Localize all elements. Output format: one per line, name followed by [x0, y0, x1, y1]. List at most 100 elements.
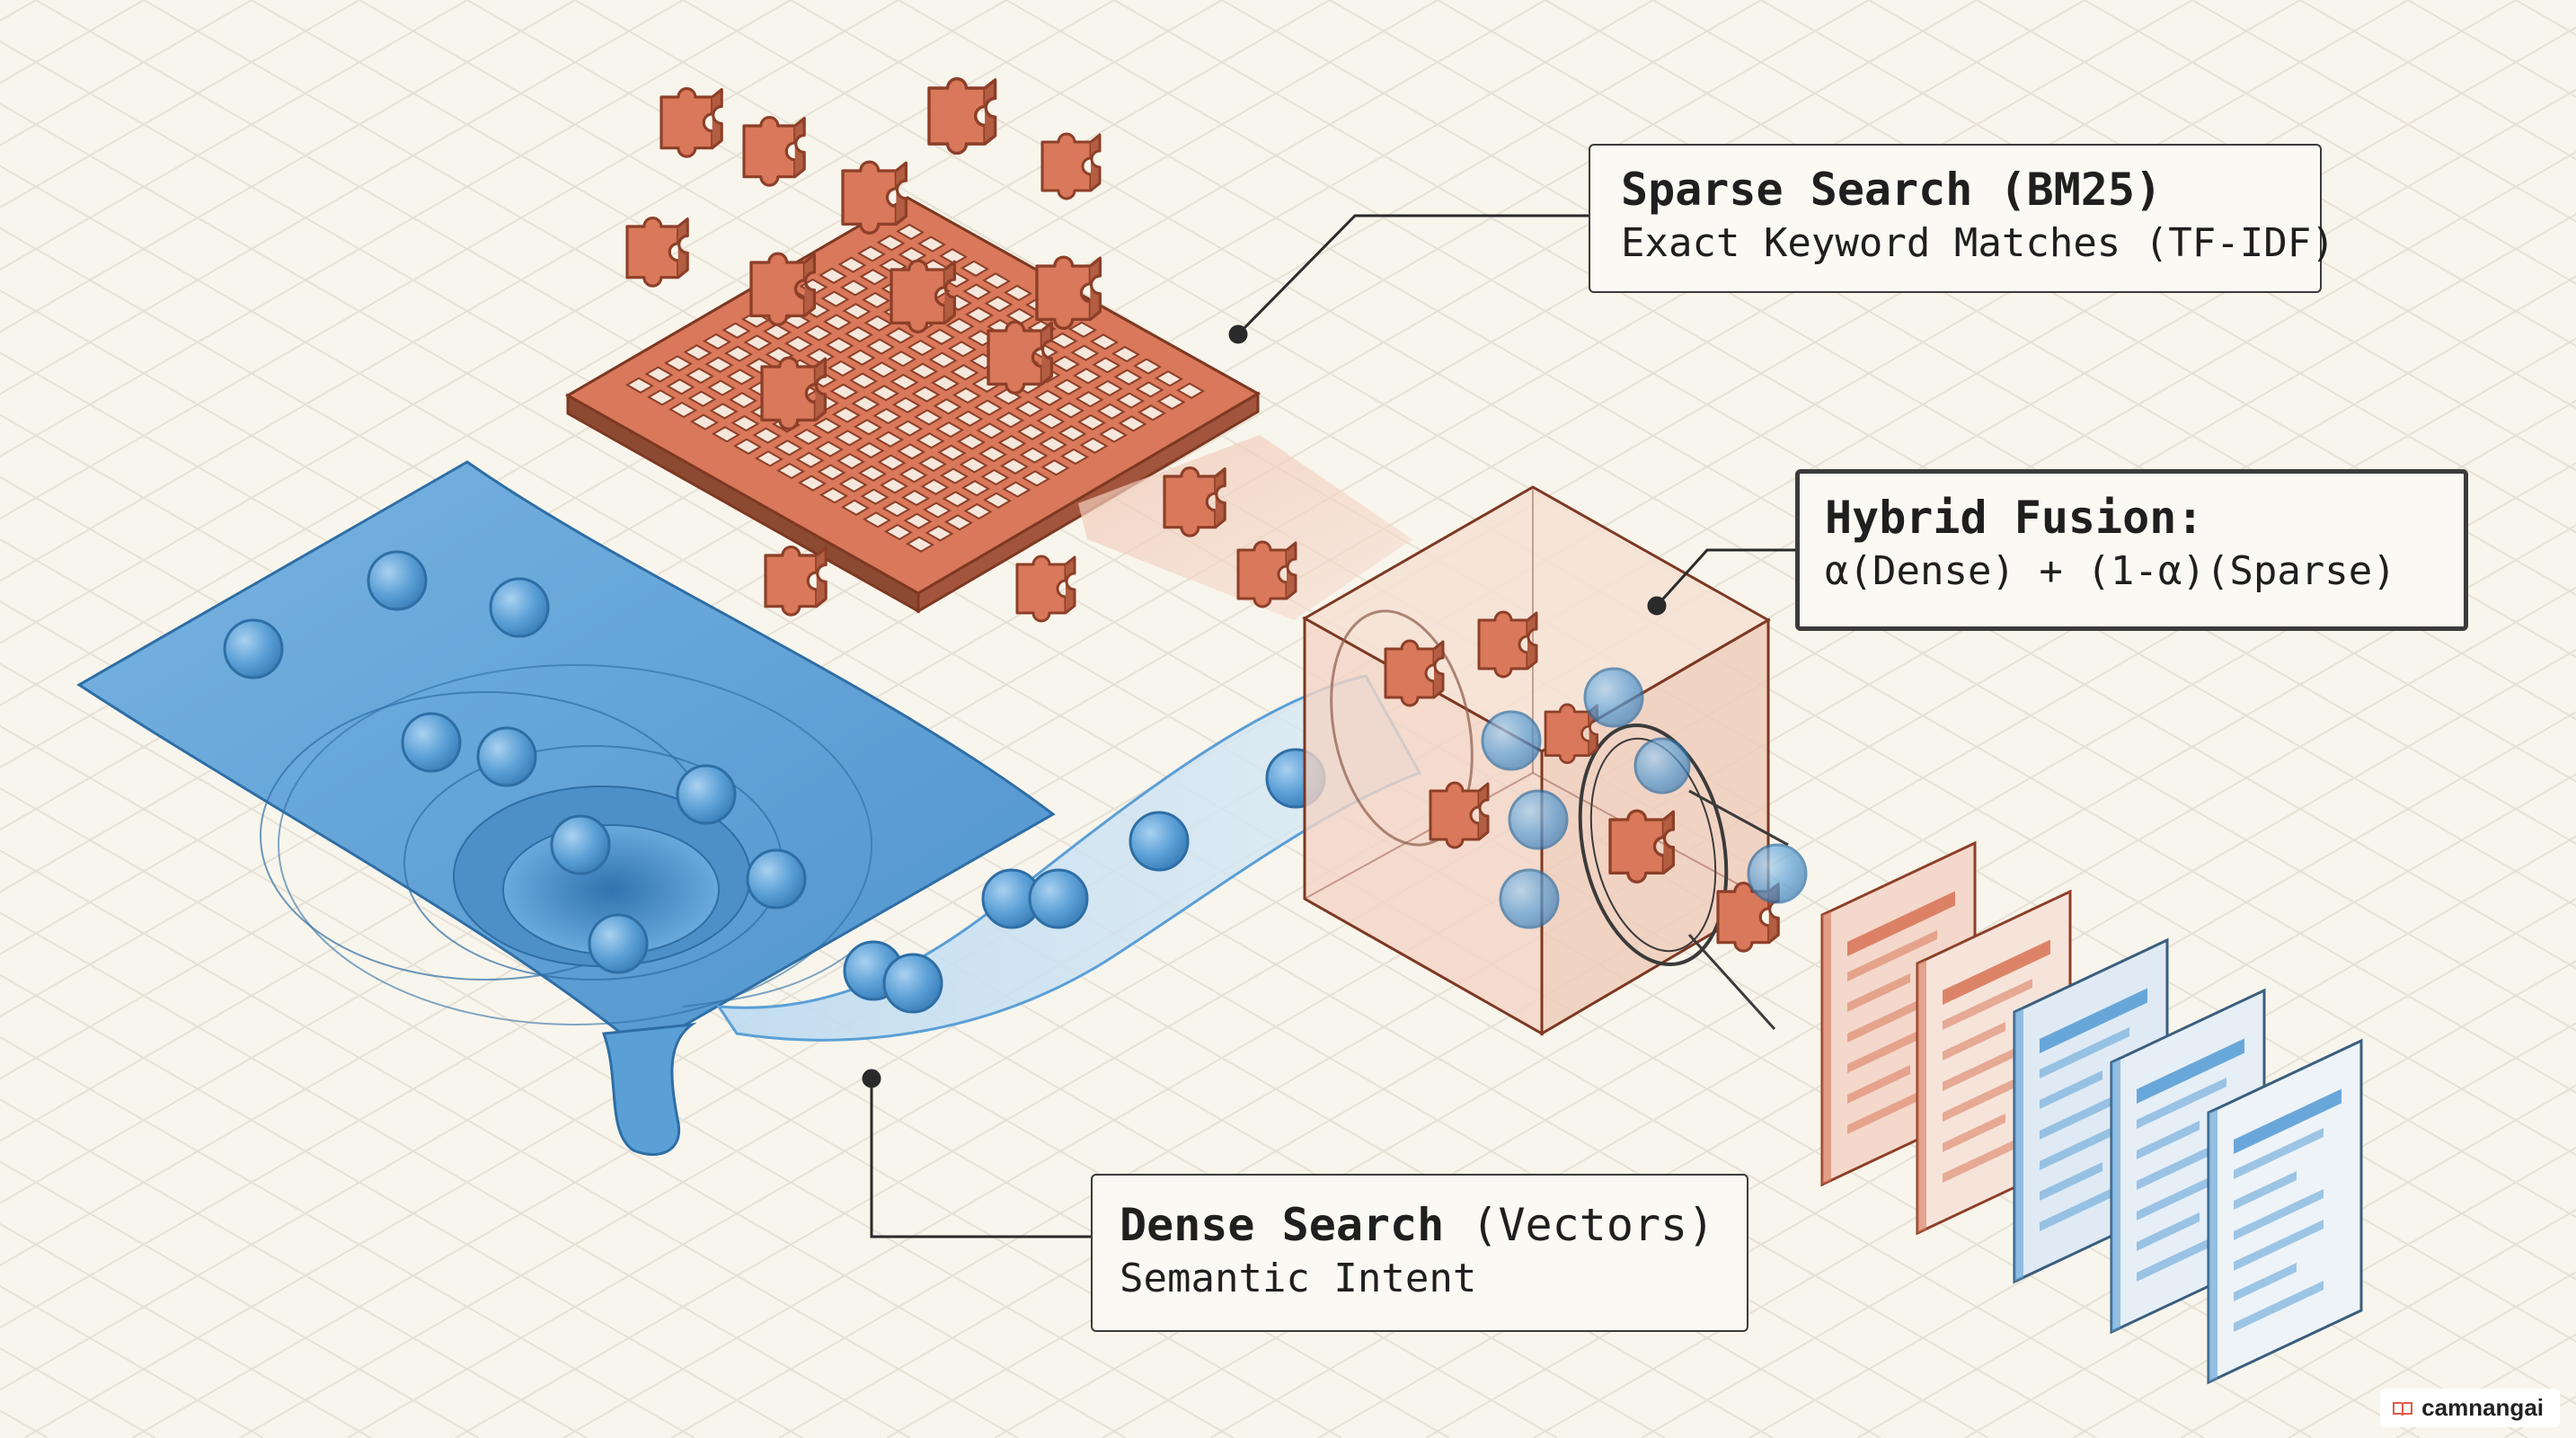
lattice-hole [844, 325, 874, 343]
lattice-hole [876, 235, 906, 252]
lattice-hole [962, 283, 992, 300]
lattice-hole [907, 339, 936, 357]
vector-sphere-icon [1028, 868, 1089, 929]
lattice-hole [993, 388, 1022, 405]
document-icon [2207, 1038, 2363, 1385]
lattice-hole [995, 412, 1025, 429]
lattice-hole [1049, 332, 1078, 350]
lattice-hole [839, 280, 870, 297]
grid-line [0, 0, 1007, 582]
sparse-beam [1078, 435, 1412, 620]
lattice-hole [726, 368, 756, 386]
grid-line [0, 1098, 588, 1438]
lattice-hole [1055, 402, 1085, 419]
grid-line [2072, 1146, 2576, 1438]
vector-sphere-icon [1508, 789, 1569, 850]
lattice-hole [1089, 333, 1120, 351]
lattice-hole [1072, 368, 1102, 385]
lattice-hole [891, 396, 922, 413]
grid-line [0, 0, 576, 333]
lattice-hole [1075, 391, 1104, 408]
lattice-hole [911, 386, 941, 403]
lattice-hole [916, 432, 945, 449]
vector-sphere-icon [588, 913, 649, 974]
puzzle-piece-icon [1035, 255, 1102, 330]
lattice-hole [851, 395, 881, 413]
grid-line [1964, 1084, 2576, 1438]
lattice-hole [881, 501, 911, 518]
lattice-hole [792, 428, 823, 446]
puzzle-piece-icon [742, 115, 806, 187]
lattice-hole [885, 327, 915, 344]
lattice-hole [624, 377, 655, 394]
lattice-hole [877, 454, 907, 471]
vector-sphere-icon [1481, 710, 1542, 771]
puzzle-piece-icon [625, 216, 689, 288]
hybrid-fusion-label: Hybrid Fusion: α(Dense) + (1-α)(Sparse) [1795, 469, 2468, 631]
lattice-hole [685, 367, 715, 385]
lattice-hole [855, 441, 885, 459]
grid-line [898, 0, 2576, 970]
lattice-hole [1079, 437, 1109, 454]
grid-line [0, 724, 1235, 1438]
grid-line [2395, 1333, 2576, 1438]
lattice-hole [1093, 379, 1124, 397]
lattice-hole [883, 523, 914, 541]
lattice-hole [916, 235, 947, 253]
lattice-hole [980, 468, 1010, 486]
fusion-cube [1301, 485, 1789, 1036]
lattice-hole [895, 223, 925, 241]
dense-search-title: Dense Search [1120, 1199, 1445, 1251]
sparse-lattice-panel [564, 196, 1261, 614]
vector-sphere-icon [676, 764, 737, 825]
grid-line [562, 275, 2576, 1438]
grid-line [0, 0, 684, 395]
lattice-hole [1175, 382, 1206, 399]
lattice-hole [689, 413, 720, 431]
lattice-hole [687, 390, 717, 407]
sparse-search-title: Sparse Search (BM25) [1621, 164, 2163, 216]
hybrid-fusion-title: Hybrid Fusion: [1825, 492, 2204, 544]
lattice-hole [976, 422, 1005, 439]
lattice-hole [1036, 413, 1066, 430]
lattice-hole [900, 489, 931, 507]
dense-search-subtitle: Semantic Intent [1120, 1256, 1477, 1301]
lattice-hole [837, 256, 867, 273]
grid-line [0, 1160, 480, 1438]
lattice-hole [1059, 448, 1090, 466]
puzzle-piece-icon [927, 76, 997, 155]
lattice-hole [1038, 436, 1068, 453]
lattice-hole [945, 317, 975, 334]
lattice-hole [709, 403, 739, 420]
grid-line [0, 1035, 695, 1438]
puzzle-piece-icon [1163, 466, 1226, 537]
lattice-hole [879, 477, 909, 494]
lattice-hole [930, 375, 960, 392]
grid-line [1425, 773, 2576, 1438]
lattice-hole [1002, 481, 1031, 498]
lattice-hole [846, 349, 876, 366]
lattice-hole [842, 303, 872, 320]
lattice-hole [1111, 345, 1141, 363]
lattice-hole [812, 417, 842, 434]
lattice-hole [1137, 404, 1167, 422]
lattice-hole [903, 512, 933, 529]
lattice-hole [964, 306, 995, 324]
lattice-hole [1014, 400, 1044, 418]
lattice-hole [834, 430, 863, 447]
puzzle-piece-icon [1015, 555, 1076, 623]
lattice-hole [853, 419, 883, 436]
lattice-hole [950, 364, 979, 381]
document-icon [2110, 988, 2266, 1335]
lattice-hole [870, 385, 900, 402]
lattice-hole [683, 344, 713, 361]
lattice-hole [1021, 470, 1051, 487]
lattice-hole [817, 464, 846, 481]
lattice-hole [814, 440, 845, 457]
puzzle-piece-icon [1608, 809, 1676, 883]
grid-line [0, 40, 2421, 1438]
vector-sphere-icon [882, 953, 943, 1014]
lattice-hole [859, 269, 889, 286]
grid-line [1976, 0, 2576, 348]
book-icon [2393, 1401, 2413, 1416]
